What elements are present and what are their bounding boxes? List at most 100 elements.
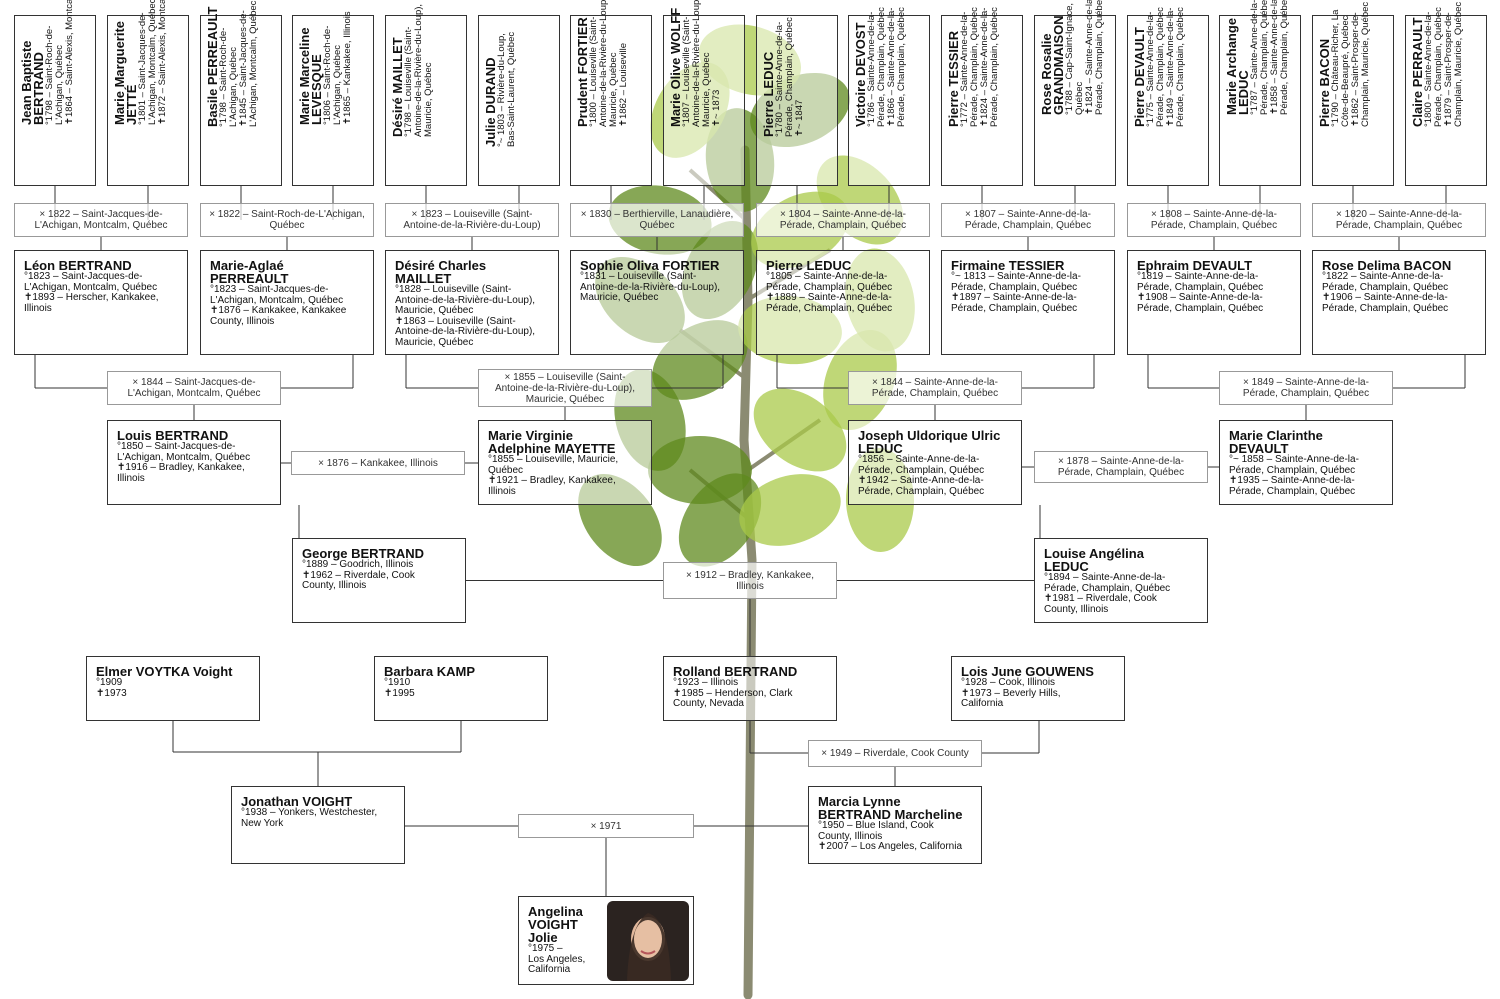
person-box[interactable]: Rolland BERTRAND°1923 – Illinois✝1985 – … bbox=[663, 656, 837, 721]
person-box[interactable]: Julie DURAND°~ 1803 – Rivière-du-Loup,Ba… bbox=[478, 15, 560, 186]
person-box[interactable]: Marie-Aglaé PERREAULT°1823 – Saint-Jacqu… bbox=[200, 250, 374, 355]
person-detail: Illinois bbox=[117, 472, 145, 484]
person-detail: ✝1942 – Sainte-Anne-de-la- bbox=[858, 475, 984, 486]
person-detail: ✝1876 – Kankakee, Kankakee bbox=[210, 305, 347, 316]
person-box[interactable]: Basile PERREAULT°1798 – Saint-Roch-de-L'… bbox=[200, 1, 282, 186]
person-box[interactable]: Victoire DEVOST°1786 – Sainte-Anne-de-la… bbox=[848, 7, 930, 186]
person-box[interactable]: Léon BERTRAND°1823 – Saint-Jacques-de-L'… bbox=[14, 250, 188, 355]
person-detail: ✝1973 – Beverly Hills, bbox=[961, 687, 1061, 699]
person-box[interactable]: Prudent FORTIER°1800 – Louiseville (Sain… bbox=[570, 0, 652, 186]
person-box[interactable]: Jean Baptiste BERTRAND°1798 – Saint-Roch… bbox=[14, 0, 96, 186]
person-detail: Illinois bbox=[488, 485, 516, 497]
person-detail: Bas-Saint-Laurent, Québec bbox=[506, 31, 517, 147]
person-detail: °1828 – Louiseville (Saint- bbox=[395, 284, 512, 295]
person-box[interactable]: Joseph Uldorique Ulric LEDUC°1856 – Sain… bbox=[848, 420, 1022, 505]
person-detail: ✝1981 – Riverdale, Cook bbox=[1044, 593, 1157, 604]
person-detail: ✝~ 1847 bbox=[794, 99, 805, 137]
person-detail: County, Illinois bbox=[818, 830, 883, 842]
person-detail: L'Achigan, Montcalm, Québec bbox=[210, 294, 344, 306]
person-detail: °1923 – Illinois bbox=[673, 677, 739, 688]
marriage-label: × 1830 – Berthierville, Lanaudière, Québ… bbox=[570, 203, 744, 237]
person-box[interactable]: George BERTRAND°1889 – Goodrich, Illinoi… bbox=[292, 538, 466, 623]
person-box[interactable]: Marie Marguerite JETTÉ°1801 – Saint-Jacq… bbox=[107, 0, 189, 186]
person-box[interactable]: Louis BERTRAND°1850 – Saint-Jacques-de-L… bbox=[107, 420, 281, 505]
person-detail: ✝1863 – Louiseville (Saint- bbox=[395, 315, 516, 327]
marriage-label: × 1844 – Sainte-Anne-de-la- Pérade, Cham… bbox=[848, 371, 1022, 405]
person-box[interactable]: Marie Archange LEDUC°1787 – Sainte-Anne-… bbox=[1219, 0, 1301, 186]
person-detail: Pérade, Champlain, Québec bbox=[1322, 281, 1449, 293]
person-box[interactable]: Firmaine TESSIER°~ 1813 – Sainte-Anne-de… bbox=[941, 250, 1115, 355]
person-detail: °1894 – Sainte-Anne-de-la- bbox=[1044, 572, 1166, 583]
marriage-label: × 1808 – Sainte-Anne-de-la- Pérade, Cham… bbox=[1127, 203, 1301, 237]
person-box[interactable]: Pierre LEDUC°1805 – Sainte-Anne-de-la-Pé… bbox=[756, 250, 930, 355]
leaf bbox=[678, 473, 762, 567]
person-box[interactable]: Marie Clarinthe DEVAULT°~ 1858 – Sainte-… bbox=[1219, 420, 1393, 505]
person-detail: Pérade, Champlain, Québec bbox=[989, 7, 1000, 127]
person-detail: County, Illinois bbox=[1044, 603, 1109, 615]
person-box[interactable]: Pierre LEDUC°1780 – Sainte-Anne-de-la-Pé… bbox=[756, 15, 838, 186]
person-box[interactable]: Claire PERRAULT°1800 – Sainte-Anne-de-la… bbox=[1405, 2, 1487, 186]
person-box[interactable]: Louise Angélina LEDUC°1894 – Sainte-Anne… bbox=[1034, 538, 1208, 623]
person-box[interactable]: Désiré MAILLET°1798 – Louiseville (Saint… bbox=[385, 4, 467, 186]
person-name: Lois June GOUWENS bbox=[961, 664, 1094, 679]
person-name: Angelina VOIGHT Jolie bbox=[528, 904, 583, 945]
person-detail: ✝1985 – Henderson, Clark bbox=[673, 687, 793, 699]
person-detail: °1805 – Sainte-Anne-de-la- bbox=[766, 271, 888, 282]
person-name: Barbara KAMP bbox=[384, 664, 476, 679]
person-detail: Mauricie, Québec bbox=[423, 62, 434, 137]
person-name: Sophie Oliva FORTIER bbox=[580, 258, 720, 273]
person-detail: °1928 – Cook, Illinois bbox=[961, 677, 1056, 688]
person-box[interactable]: Marcia Lynne BERTRAND Marcheline°1950 – … bbox=[808, 786, 982, 864]
person-detail: °1856 – Sainte-Anne-de-la- bbox=[858, 454, 980, 465]
person-detail: Pérade, Champlain, Québec bbox=[1279, 0, 1290, 115]
person-detail: °1819 – Sainte-Anne-de-la- bbox=[1137, 271, 1259, 282]
person-detail: Pérade, Champlain, Québec bbox=[951, 302, 1078, 314]
person-detail: °~ 1813 – Sainte-Anne-de-la- bbox=[951, 271, 1081, 282]
person-detail: °1950 – Blue Island, Cook bbox=[818, 820, 934, 831]
person-detail: ✝1865 – Kankakee, Illinois bbox=[342, 11, 353, 125]
person-detail: ✝2007 – Los Angeles, California bbox=[818, 841, 963, 852]
person-name: Marie Archange LEDUC bbox=[1224, 17, 1251, 115]
person-box[interactable]: Ephraim DEVAULT°1819 – Sainte-Anne-de-la… bbox=[1127, 250, 1301, 355]
person-box[interactable]: Jonathan VOIGHT°1938 – Yonkers, Westches… bbox=[231, 786, 405, 864]
person-name: Firmaine TESSIER bbox=[951, 258, 1065, 273]
person-box[interactable]: Désiré Charles MAILLET°1828 – Louisevill… bbox=[385, 250, 559, 355]
person-box[interactable]: Pierre DEVAULT°1775 – Sainte-Anne-de-la-… bbox=[1127, 7, 1209, 186]
person-box[interactable]: Elmer VOYTKA Voight°1909✝1973 bbox=[86, 656, 260, 721]
person-detail: Los Angeles, bbox=[528, 953, 586, 965]
person-detail: California bbox=[961, 698, 1004, 709]
person-box[interactable]: Sophie Oliva FORTIER°1831 – Louiseville … bbox=[570, 250, 744, 355]
person-detail: ✝1921 – Bradley, Kankakee, bbox=[488, 475, 616, 486]
person-box[interactable]: Marie Olive WOLFF°1807 – Louiseville (Sa… bbox=[663, 0, 745, 186]
marriage-label: × 1823 – Louiseville (Saint- Antoine-de-… bbox=[385, 203, 559, 237]
person-box[interactable]: Barbara KAMP°1910✝1995 bbox=[374, 656, 548, 721]
person-detail: °1822 – Sainte-Anne-de-la- bbox=[1322, 271, 1444, 282]
person-box[interactable]: Lois June GOUWENS°1928 – Cook, Illinois✝… bbox=[951, 656, 1125, 721]
person-detail: Antoine-de-la-Rivière-du-Loup), bbox=[395, 326, 536, 337]
marriage-label: × 1878 – Sainte-Anne-de-la- Pérade, Cham… bbox=[1034, 451, 1208, 483]
person-detail: Pérade, Champlain, Québec bbox=[1229, 464, 1356, 476]
person-detail: °1889 – Goodrich, Illinois bbox=[302, 559, 414, 570]
person-detail: ✝1862 – Louiseville bbox=[618, 42, 629, 127]
person-name: Rolland BERTRAND bbox=[673, 664, 798, 679]
person-box[interactable]: Rose Rosalie GRANDMAISON°1788 – Cap-Sain… bbox=[1034, 0, 1116, 186]
person-name: Marie Clarinthe DEVAULT bbox=[1229, 428, 1323, 456]
person-detail: New York bbox=[241, 817, 284, 829]
marriage-label: × 1822 – Saint-Roch-de-L'Achigan, Québec bbox=[200, 203, 374, 237]
root-person-box[interactable]: Angelina VOIGHT Jolie°1975 –Los Angeles,… bbox=[518, 896, 694, 985]
person-name: Louise Angélina LEDUC bbox=[1044, 546, 1144, 574]
person-detail: °1831 – Louiseville (Saint- bbox=[580, 271, 697, 282]
person-box[interactable]: Pierre TESSIER°1772 – Sainte-Anne-de-la-… bbox=[941, 7, 1023, 186]
person-detail: Mauricie, Québec bbox=[395, 305, 474, 316]
person-detail: °1975 – bbox=[528, 943, 563, 954]
person-detail: Pérade, Champlain, Québec bbox=[1044, 582, 1171, 594]
marriage-label: × 1876 – Kankakee, Illinois bbox=[291, 451, 465, 475]
person-detail: L'Achigan, Montcalm, Québec bbox=[117, 451, 251, 463]
person-name: Rose Delima BACON bbox=[1322, 258, 1452, 273]
person-detail: ✝1916 – Bradley, Kankakee, bbox=[117, 462, 245, 473]
person-box[interactable]: Marie Virginie Adelphine MAYETTE°1855 – … bbox=[478, 420, 652, 505]
person-box[interactable]: Marie Marceline LEVESQUE°1806 – Saint-Ro… bbox=[292, 11, 374, 186]
person-box[interactable]: Rose Delima BACON°1822 – Sainte-Anne-de-… bbox=[1312, 250, 1486, 355]
